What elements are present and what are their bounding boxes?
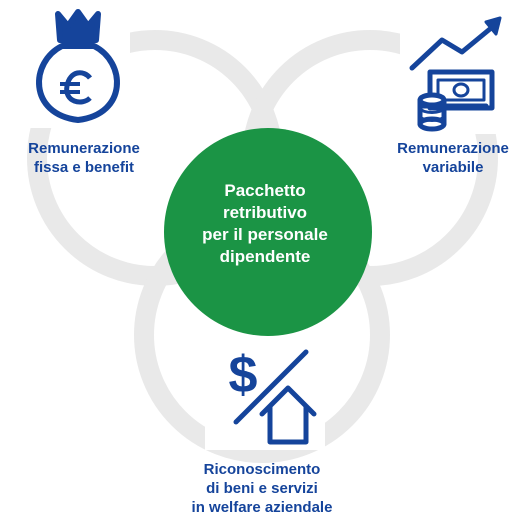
cash-growth-icon	[409, 16, 502, 132]
center-circle	[164, 128, 372, 336]
label-welfare: Riconoscimento di beni e servizi in welf…	[191, 461, 333, 516]
svg-text:$: $	[229, 346, 258, 404]
money-bag-euro-icon	[36, 9, 120, 123]
dollar-house-icon: $	[229, 346, 317, 445]
label-variable-remuneration: Remunerazione variabile	[397, 140, 509, 176]
center-title: Pacchetto retributivo per il personale d…	[202, 181, 328, 266]
label-fixed-remuneration: Remunerazione fissa e benefit	[28, 140, 140, 176]
